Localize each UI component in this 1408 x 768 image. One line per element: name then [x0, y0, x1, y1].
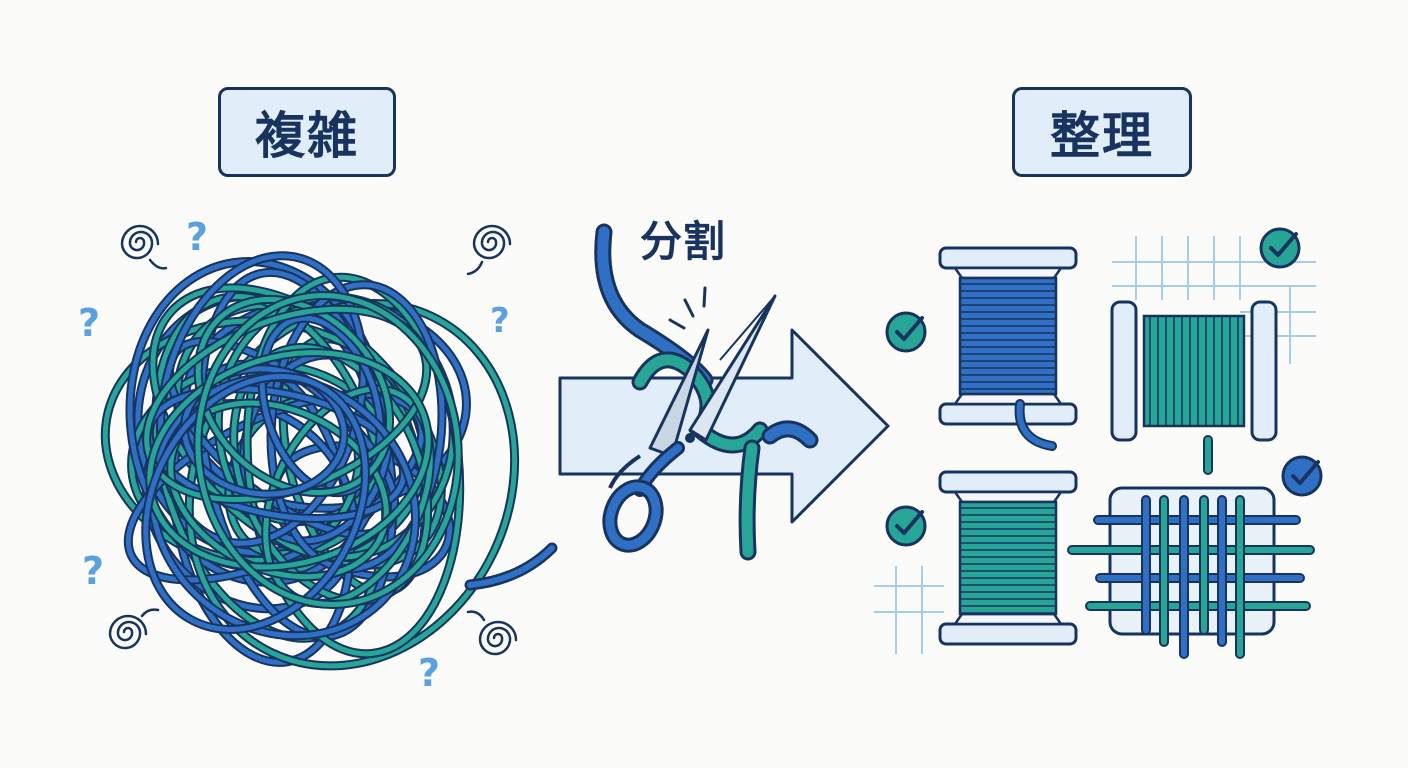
- scribble-icon: [120, 224, 168, 270]
- scribble-icon: [466, 610, 518, 656]
- check-icon: [1281, 455, 1323, 497]
- scribble-icon: [466, 224, 512, 276]
- question-mark-icon: ?: [186, 215, 208, 259]
- check-icon: [885, 505, 927, 547]
- question-mark-icon: ?: [418, 651, 440, 695]
- spool-icon: [938, 246, 1078, 451]
- question-mark-icon: ?: [78, 301, 100, 345]
- tangled-yarn-ball: [100, 251, 520, 671]
- scribble-icon: [108, 608, 160, 650]
- arrow-icon: [558, 328, 890, 524]
- organize-label: 整理: [1012, 87, 1192, 177]
- check-icon: [885, 311, 927, 353]
- spool-icon: [1108, 486, 1276, 636]
- check-icon: [1259, 227, 1301, 269]
- woven-yarn: [1067, 495, 1315, 659]
- question-mark-icon: ?: [82, 549, 104, 593]
- loose-yarn-end-fill: [467, 545, 555, 588]
- split-label: 分割: [640, 217, 727, 266]
- question-mark-icon: ?: [490, 301, 510, 341]
- grid-icon: [874, 566, 944, 654]
- spool-icon: [938, 470, 1078, 646]
- scissors-icon: [602, 286, 777, 553]
- spool-icon: [1110, 300, 1278, 475]
- complex-label: 複雑: [218, 87, 396, 177]
